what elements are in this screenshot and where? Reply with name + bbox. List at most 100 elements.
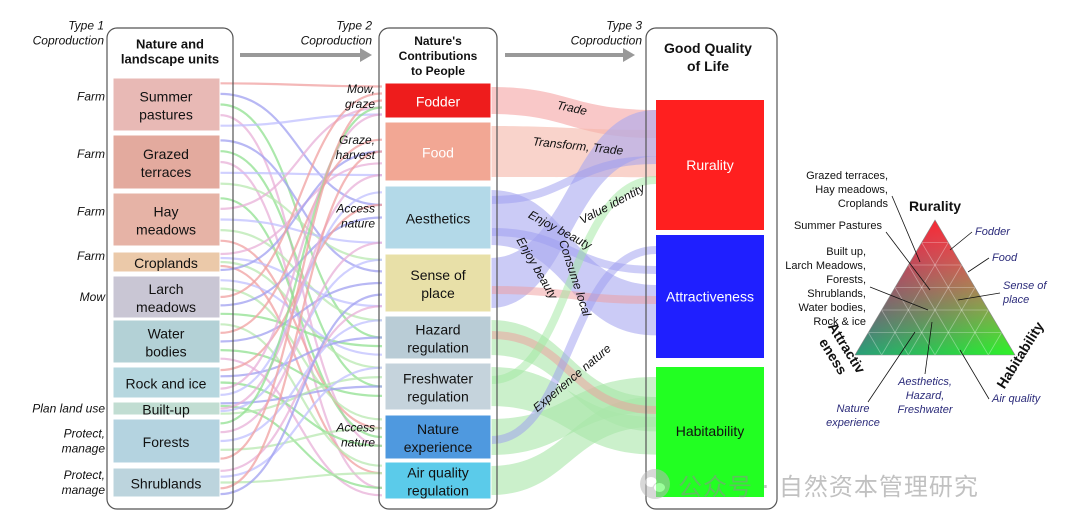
triangle-pointer <box>869 286 929 311</box>
ncp-item: Fodder <box>384 82 492 119</box>
flow-link <box>219 319 383 443</box>
triangle-pointer <box>891 195 921 263</box>
triangle-top-label: Rurality <box>909 198 961 214</box>
landscape-unit-label: Shrublands <box>131 476 202 492</box>
flow-link <box>491 286 657 304</box>
arrow-type3 <box>505 48 635 62</box>
ncp-label: Aesthetics <box>406 211 471 227</box>
type1-action: Farm <box>77 205 105 219</box>
flow-link <box>219 113 383 390</box>
landscape-to-ncp-flows <box>219 82 383 497</box>
landscape-unit-box <box>112 251 221 273</box>
ncp-label: Food <box>422 145 454 161</box>
landscape-unit-box <box>112 319 221 364</box>
landscape-unit: Rock and ice <box>112 366 221 399</box>
triangle-unit-label: Summer Pastures <box>794 220 883 232</box>
type1-action: Farm <box>77 249 105 263</box>
flow-link <box>219 106 383 210</box>
ncp-box <box>384 461 492 500</box>
flow-link <box>219 139 383 273</box>
flow-link <box>219 99 383 460</box>
qol-box <box>656 367 764 497</box>
triangle-pointer <box>957 292 1001 301</box>
flow-link <box>491 176 657 384</box>
triangle-gridline <box>961 309 989 356</box>
flow-link <box>219 305 383 472</box>
arrow-type2 <box>240 48 372 62</box>
triangle-pointer <box>885 231 931 291</box>
triangle-ncp-label: Food <box>992 252 1018 264</box>
landscape-unit: Forests <box>112 418 221 464</box>
flow-band <box>490 110 656 308</box>
watermark: 公众号 · 自然资本管理研究 <box>640 466 979 502</box>
type1-action: Farm <box>77 90 105 104</box>
landscape-unit-box <box>112 418 221 464</box>
flow-link <box>219 336 383 378</box>
landscape-unit-box <box>112 366 221 399</box>
flow-link <box>219 174 383 410</box>
qol-box <box>656 100 764 230</box>
flow-band <box>490 397 656 495</box>
landscape-units-frame <box>106 27 234 510</box>
landscape-unit-box <box>112 467 221 498</box>
triangle-unit-label: Grazed terraces,Hay meadows,Croplands <box>806 170 888 210</box>
flow-link <box>219 287 383 421</box>
landscape-unit-box <box>112 275 221 319</box>
flow-link <box>491 246 657 444</box>
ncp-box <box>384 121 492 182</box>
triangle-unit-label: Built up,Larch Meadows,Forests,Shrubland… <box>785 246 866 328</box>
flow-label: Trade <box>556 98 589 118</box>
landscape-unit-box <box>112 192 221 247</box>
type2-action: Mow,graze <box>345 82 375 111</box>
flow-link <box>219 203 383 372</box>
ncp-box <box>384 315 492 360</box>
type1-action: Plan land use <box>32 402 105 416</box>
flow-link <box>219 472 383 484</box>
flow-link <box>219 281 383 343</box>
flow-link <box>219 150 383 490</box>
triangle-gridline <box>921 242 989 356</box>
qol-label: Attractiveness <box>666 289 754 305</box>
triangle-gridline <box>867 332 883 356</box>
flow-link <box>219 264 383 475</box>
flow-band <box>490 377 656 455</box>
ncp-item: Food <box>384 121 492 182</box>
triangle-gridline <box>907 264 963 356</box>
flow-link <box>219 241 383 434</box>
qol-item: Rurality <box>656 100 764 230</box>
ncp-item: Aesthetics <box>384 185 492 250</box>
ncp-box <box>384 82 492 119</box>
triangle-ncp-label: Air quality <box>991 393 1042 405</box>
triangle-pointer <box>959 349 990 400</box>
flow-link <box>219 260 383 369</box>
ncp-box <box>384 185 492 250</box>
flow-link <box>219 160 383 489</box>
flow-link <box>219 427 383 451</box>
triangle-gridline <box>934 287 976 356</box>
type1-action: Mow <box>80 290 107 304</box>
qol-frame <box>645 27 778 510</box>
landscape-unit: Shrublands <box>112 467 221 498</box>
